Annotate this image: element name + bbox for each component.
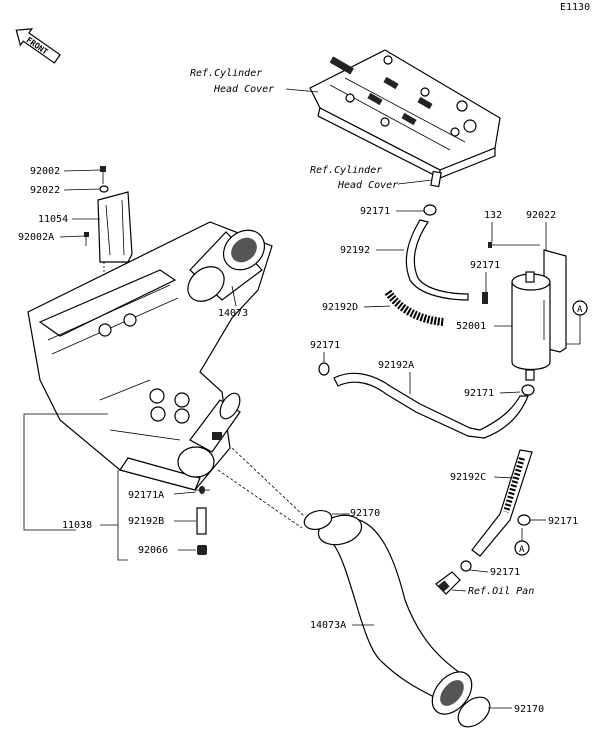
hose-92192a [333,372,529,439]
leader-line [117,470,128,561]
leader-line [285,88,319,93]
leader-line [173,491,197,495]
label-14073: 14073 [218,308,248,319]
bracket-11054 [97,191,133,263]
clip-92171-a [423,204,437,216]
hose-mesh [503,457,525,513]
ref-oil-pan: Ref.Oil Pan [468,586,534,597]
label-92171-c: 92171 [310,340,340,351]
hose-92192 [405,219,469,301]
clip-92171-e [517,514,531,526]
outlet-elbow [177,392,241,478]
leader-line [23,413,108,531]
label-92022-right: 92022 [526,210,556,221]
front-arrow-icon: FRONT [15,28,61,64]
label-92192: 92192 [340,245,370,256]
leader-line [566,315,581,345]
duct-14073a [317,514,473,715]
diagram-code: E1130 [560,2,590,13]
duct-14073 [187,229,266,302]
leader-line [397,179,433,185]
leader-line [499,391,521,394]
label-92170-top: 92170 [350,508,380,519]
label-92192b: 92192B [128,516,164,527]
leader-line [469,569,489,573]
clamp-92170-top [303,509,333,531]
label-92171a: 92171A [128,490,164,501]
canister-52001 [511,249,567,381]
label-14073a: 14073A [310,620,346,631]
label-52001: 52001 [456,321,486,332]
label-92192a: 92192A [378,360,414,371]
label-92002a: 92002A [18,232,54,243]
ref-cylinder-head-cover-1-line2: Head Cover [213,84,274,95]
leader-line [493,476,515,479]
clip-92171-d [521,384,535,396]
ref-cylinder-head-cover-2-line2: Head Cover [337,180,398,191]
ref-circle-a-2-label: A [519,545,525,555]
label-92022-left: 92022 [30,185,60,196]
leader-line [363,305,391,308]
label-92171-b: 92171 [470,260,500,271]
hose-92192d [384,289,445,326]
plug-92066 [197,545,207,555]
washer-92022 [99,185,109,193]
hose-92192c [471,449,533,557]
label-92170-bottom: 92170 [514,704,544,715]
clip-92171-c [318,362,330,376]
bolt-head [488,242,492,248]
leader-line [59,235,85,238]
label-11038: 11038 [62,520,92,531]
leader-line [63,169,101,172]
clamp-92170-bottom [457,696,491,728]
label-92171-d: 92171 [464,388,494,399]
label-92171-a: 92171 [360,206,390,217]
bolt-92002a [84,232,89,246]
leader-line [231,447,305,517]
label-132: 132 [484,210,502,221]
label-92066: 92066 [138,545,168,556]
leader-line [63,188,101,191]
hose-92192b [196,507,207,535]
ref-circle-a-1-label: A [577,305,583,315]
ref-cylinder-head-cover-1-line1: Ref.Cylinder [190,68,262,79]
clip-92171-b [482,292,488,304]
bolt-92002 [100,166,106,184]
leader-line [231,285,237,307]
label-92192d: 92192D [322,302,358,313]
leader-line [451,589,467,592]
ref-cylinder-head-cover-2-line1: Ref.Cylinder [310,165,382,176]
clip-92171a [196,486,210,494]
clip-92171-f [460,560,472,572]
label-92171-f: 92171 [490,567,520,578]
label-11054: 11054 [38,214,68,225]
cylinder-head-cover [309,49,501,188]
label-92002: 92002 [30,166,60,177]
label-92192c: 92192C [450,472,486,483]
label-92171-e: 92171 [548,516,578,527]
oil-pan-fitting [435,571,461,595]
leader-line [217,469,303,529]
